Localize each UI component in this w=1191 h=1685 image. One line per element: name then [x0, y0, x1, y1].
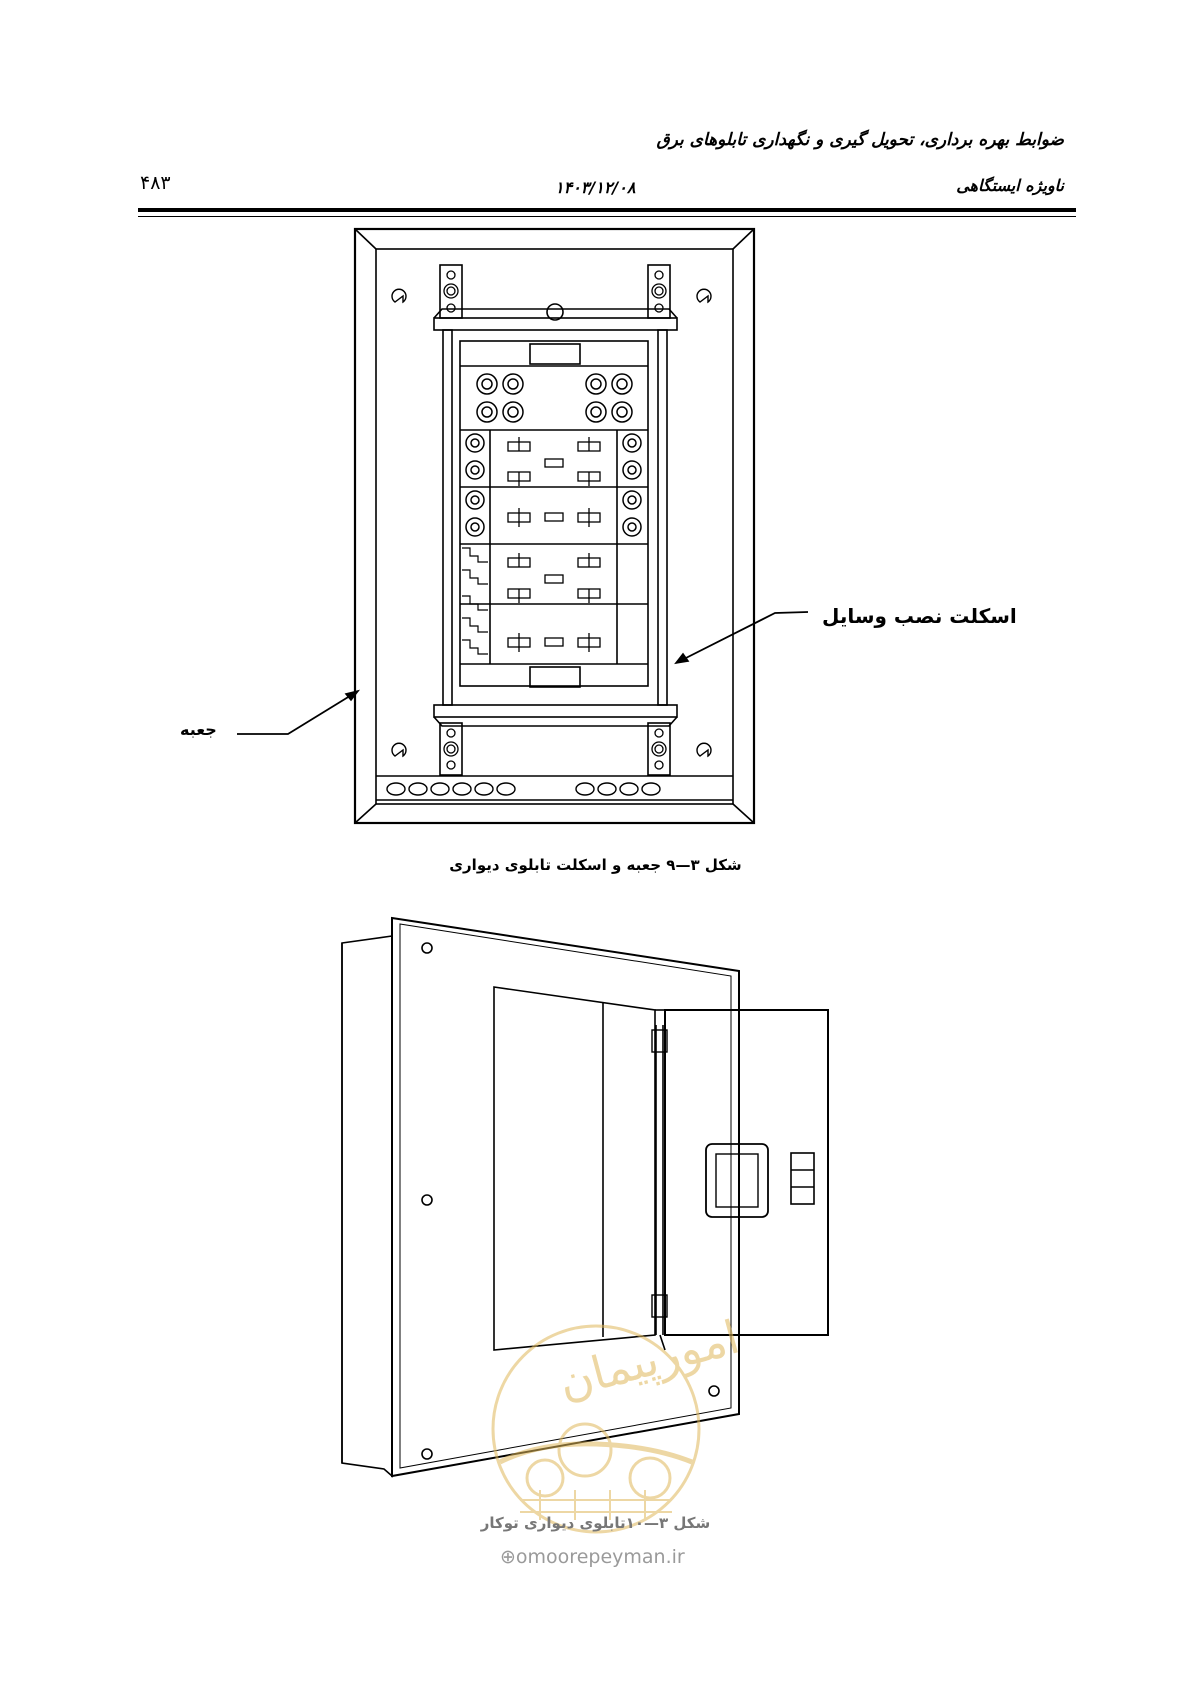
- document-date: ۱۴۰۳/۱۲/۰۸: [555, 178, 636, 197]
- svg-text:امورپیمان: امورپیمان: [553, 1310, 745, 1411]
- figure2-caption: شکل ۳—۱۰تابلوی دیواری توکار: [480, 1514, 711, 1532]
- watermark-url-text: omoorepeyman.ir: [515, 1546, 685, 1568]
- figure1-caption: شکل ۳—۹ جعبه و اسکلت تابلوی دیواری: [449, 856, 742, 874]
- header-rule-thick: [138, 208, 1076, 212]
- watermark-url: ⊕omoorepeyman.ir: [500, 1546, 685, 1568]
- document-subtitle: ناویژه ایستگاهی: [956, 176, 1064, 195]
- page-number: ۴۸۳: [140, 172, 171, 194]
- header-rule-thin: [138, 216, 1076, 217]
- document-title: ضوابط بهره برداری، تحویل گیری و نگهداری …: [656, 130, 1064, 150]
- callout-mounting-skeleton: اسکلت نصب وسایل: [822, 604, 1017, 628]
- globe-icon: ⊕: [500, 1546, 516, 1568]
- figure-wall-panel-skeleton: [237, 227, 809, 825]
- callout-enclosure-box: جعبه: [180, 720, 217, 739]
